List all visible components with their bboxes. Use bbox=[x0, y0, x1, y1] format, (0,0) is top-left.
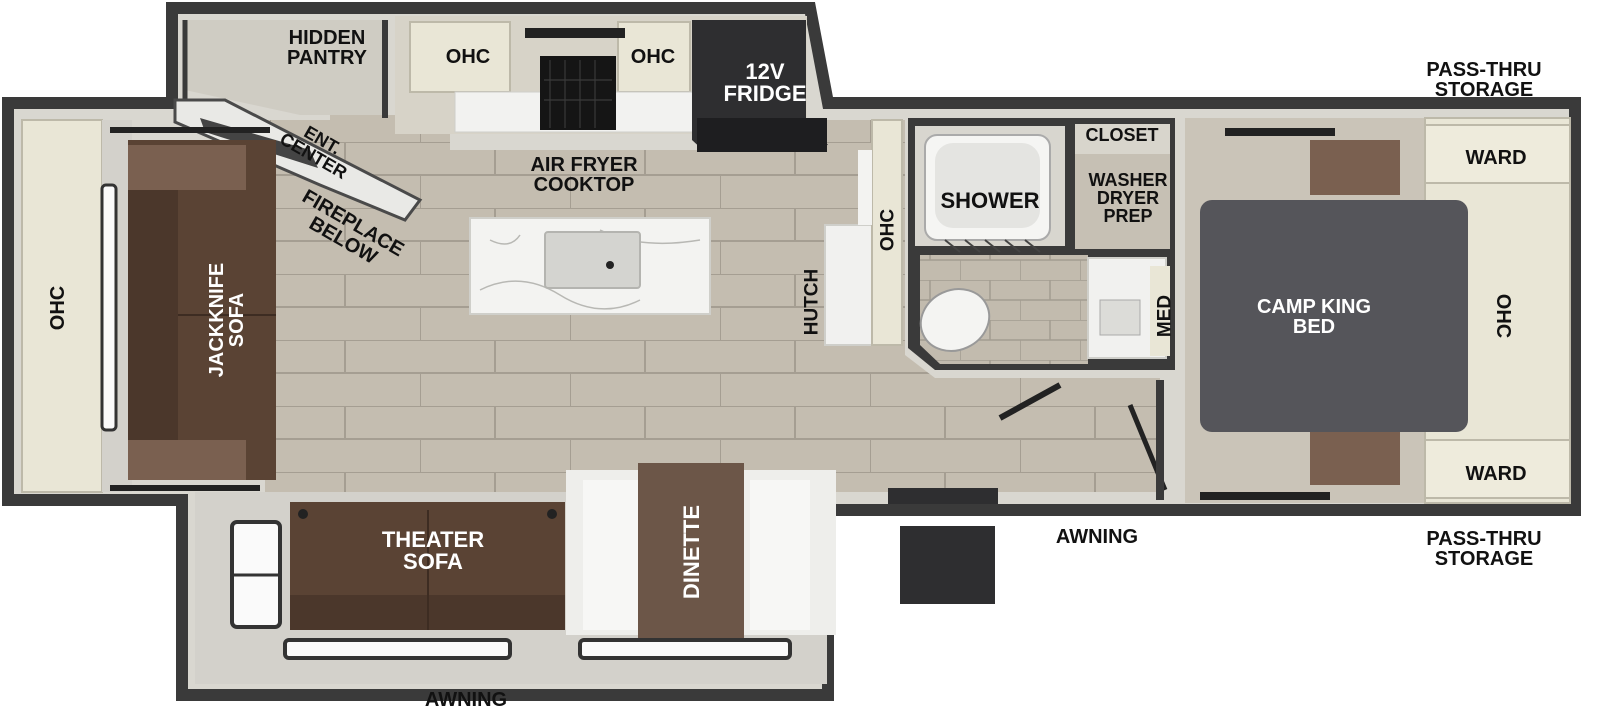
awning-right-label: AWNING bbox=[1055, 526, 1139, 548]
hutch bbox=[824, 119, 903, 346]
hutch-label: HUTCH bbox=[801, 268, 823, 336]
ward-top-cabinet bbox=[1424, 124, 1571, 184]
bottom-slide bbox=[195, 463, 836, 684]
camp-king-bed-label: CAMP KING BED bbox=[1256, 296, 1372, 338]
ohc-bedroom-label: OHC bbox=[1492, 293, 1514, 339]
air-fryer-cooktop-label: AIR FRYER COOKTOP bbox=[530, 154, 638, 196]
ohc-living-label: OHC bbox=[47, 285, 69, 331]
awning-bottom-label: AWNING bbox=[424, 689, 508, 711]
pass-thru-storage-bottom-label: PASS-THRU STORAGE bbox=[1426, 528, 1542, 570]
fridge-label: 12V FRIDGE bbox=[723, 59, 807, 106]
hall-doors bbox=[998, 380, 1168, 500]
ward-bottom-label: WARD bbox=[1465, 463, 1527, 485]
bedroom bbox=[1185, 117, 1571, 504]
kitchen-slide bbox=[395, 16, 828, 152]
hidden-pantry-label: HIDDEN PANTRY bbox=[287, 27, 367, 69]
pass-thru-storage-top-label: PASS-THRU STORAGE bbox=[1426, 59, 1542, 101]
camp-king-bed-shape bbox=[1200, 200, 1468, 432]
cooktop bbox=[540, 56, 616, 130]
kitchen-island bbox=[469, 217, 711, 315]
ohc-kitchen-left-label: OHC bbox=[445, 46, 491, 68]
closet-label: CLOSET bbox=[1085, 125, 1159, 145]
jackknife-sofa-label: JACKKNIFE SOFA bbox=[206, 262, 248, 378]
shower-label: SHOWER bbox=[940, 188, 1040, 213]
ohc-hutch-label: OHC bbox=[877, 208, 899, 252]
dinette-label: DINETTE bbox=[679, 504, 704, 600]
exterior-steps bbox=[888, 488, 998, 604]
ohc-kitchen-right-label: OHC bbox=[630, 46, 676, 68]
washer-dryer-prep-label: WASHER DRYER PREP bbox=[1088, 170, 1168, 226]
hidden-pantry-area bbox=[182, 20, 388, 118]
living-slide bbox=[21, 119, 276, 493]
med-label: MED bbox=[1154, 294, 1176, 338]
ward-bottom-cabinet bbox=[1424, 439, 1571, 499]
theater-sofa-label: THEATER SOFA bbox=[381, 527, 485, 574]
bathroom bbox=[908, 118, 1175, 370]
ward-top-label: WARD bbox=[1465, 147, 1527, 169]
